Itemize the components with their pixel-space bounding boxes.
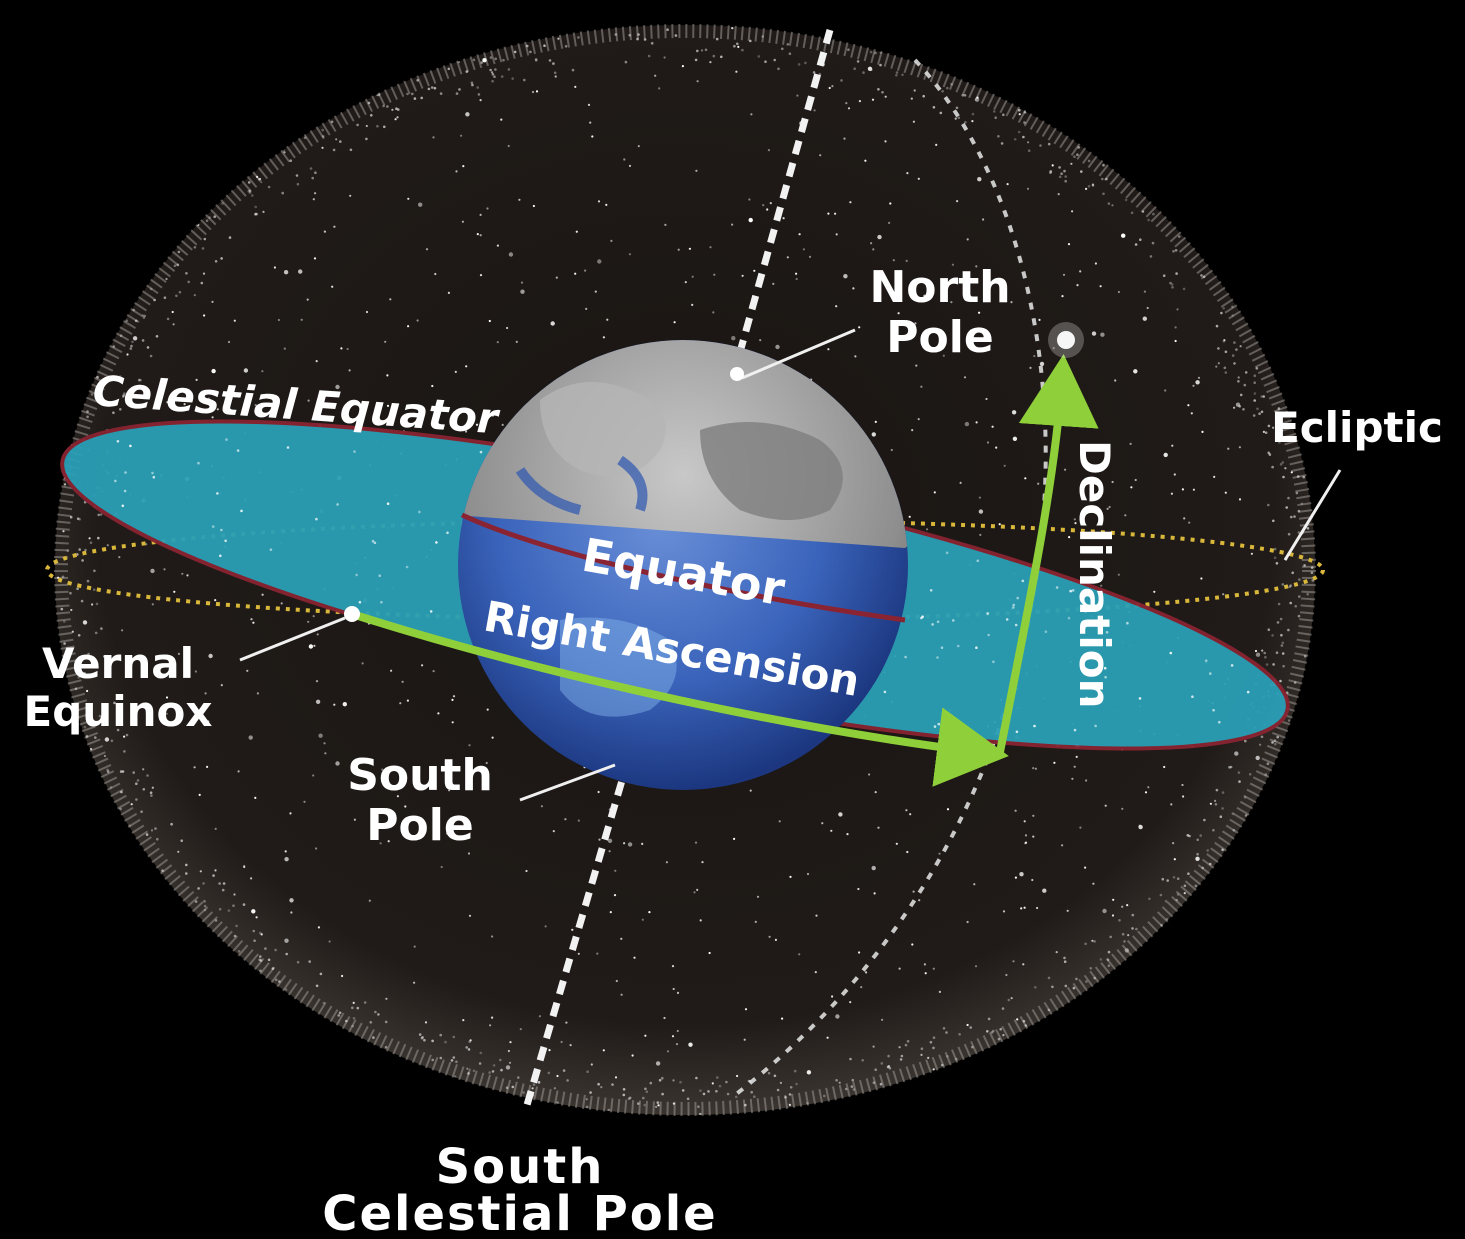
north-pole-marker — [730, 367, 744, 381]
south-pole-label-line1: South — [347, 750, 493, 801]
vernal-equinox-leader — [239, 616, 346, 662]
star-target-marker — [1057, 331, 1075, 349]
ecliptic-ring — [45, 518, 1325, 622]
ecliptic-leader — [1283, 469, 1342, 561]
celestial-axis-dashed-top — [731, 29, 834, 371]
right-ascension-arrow — [350, 610, 1009, 787]
declination-arrow — [996, 354, 1099, 753]
celestial-sphere-rim — [54, 24, 1316, 1116]
north-pole-label-line2: Pole — [886, 312, 993, 363]
vernal-equinox-marker — [344, 606, 360, 622]
north-pole-label-line1: North — [869, 262, 1010, 313]
south-pole-leader — [519, 763, 616, 802]
celestial-axis-dashed-bottom — [523, 759, 632, 1106]
vernal-equinox-label-line2: Equinox — [24, 687, 213, 736]
north-pole-leader — [741, 328, 856, 380]
south-celestial-pole-label-line2: Celestial Pole — [322, 1186, 717, 1239]
ecliptic-label: Ecliptic — [1271, 403, 1443, 452]
south-celestial-pole-label-line1: South — [436, 1139, 605, 1195]
declination-label: Declination — [1070, 440, 1119, 709]
plane-star-field — [114, 438, 1250, 734]
vernal-equinox-label-line1: Vernal — [42, 639, 194, 688]
south-pole-label-line2: Pole — [366, 800, 473, 851]
earth-equator-line — [460, 512, 906, 623]
